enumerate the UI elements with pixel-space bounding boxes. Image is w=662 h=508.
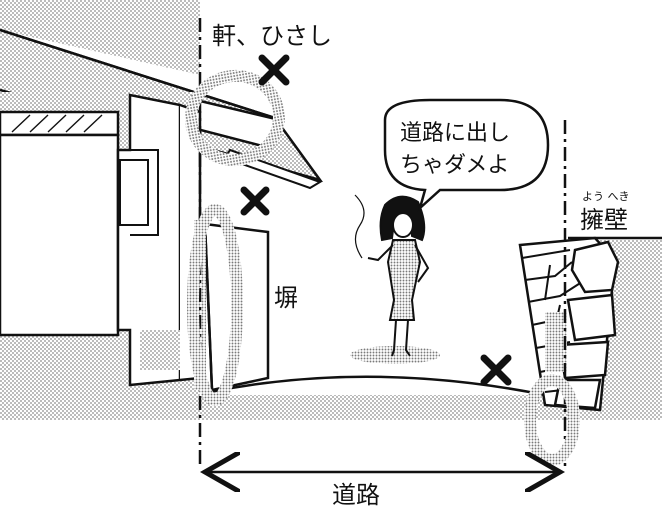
fence-label: 塀 — [274, 284, 298, 312]
retaining-wall — [518, 236, 662, 412]
x-mark-icon — [240, 186, 270, 216]
x-mark-icon — [258, 54, 290, 86]
speech-bubble — [383, 98, 550, 212]
house — [0, 0, 324, 387]
retaining-wall-ruby: よう へき — [582, 190, 630, 203]
eaves-label: 軒、ひさし — [212, 22, 332, 50]
speech-line-2: ちゃダメよ — [400, 153, 509, 178]
road-surface — [209, 346, 546, 397]
x-mark-icon — [480, 354, 512, 386]
road-label: 道路 — [332, 481, 380, 508]
retaining-wall-label: 擁壁 — [580, 206, 628, 234]
cigarette-smoke — [354, 194, 365, 259]
woman-figure — [367, 195, 430, 357]
speech-line-1: 道路に出し — [400, 121, 510, 146]
